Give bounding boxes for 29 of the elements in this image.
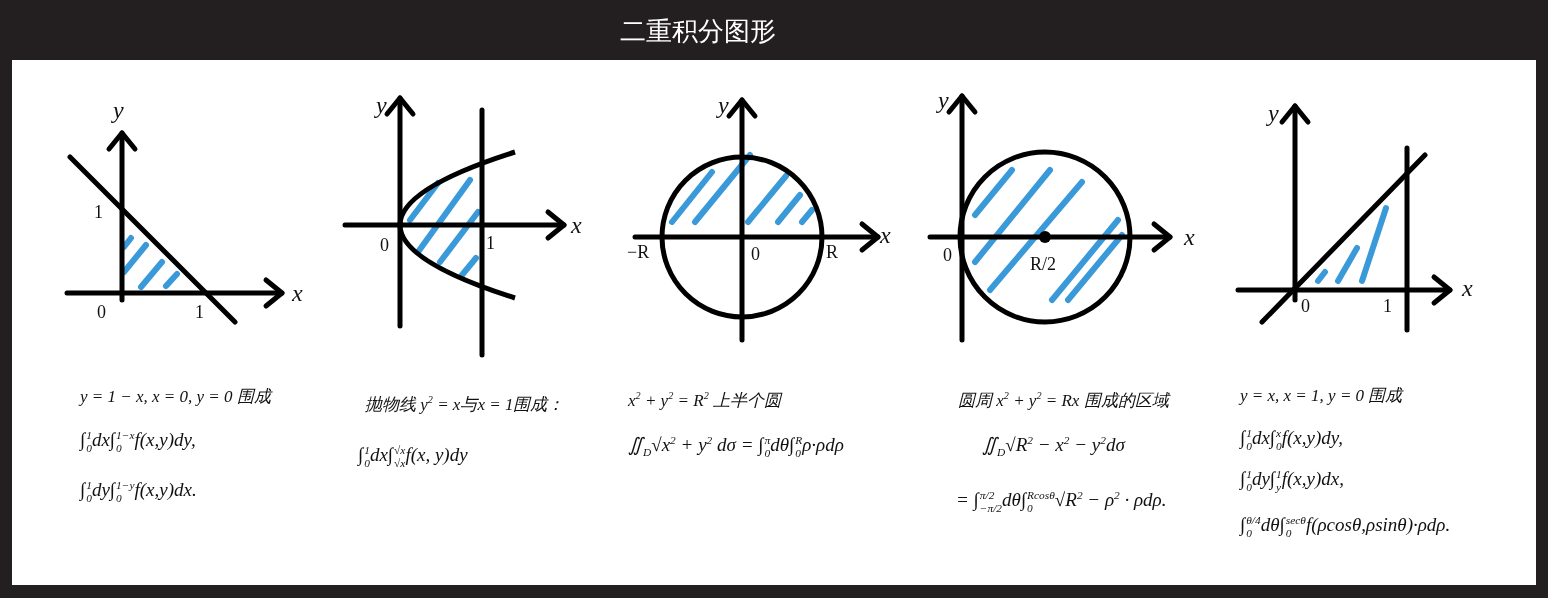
axis-label: y [113, 99, 124, 121]
tick-label: R/2 [1030, 253, 1056, 275]
axis-label: y [376, 94, 387, 116]
tick-label: 1 [1383, 295, 1392, 317]
tick-label: 0 [97, 301, 106, 323]
formula: ∬$_{D}$√R$^{2}$ − x$^{2}$ − y$^{2}$dσ [982, 433, 1125, 461]
axis-label: y [938, 89, 949, 111]
tick-label: −R [627, 241, 650, 263]
axis-label: y [718, 94, 729, 116]
axis-label: x [1184, 226, 1195, 248]
tick-label: 1 [486, 232, 495, 254]
axis-label: y [1268, 102, 1279, 124]
tick-label: 0 [380, 234, 389, 256]
caption: y = x, x = 1, y = 0 围成 [1240, 385, 1403, 407]
caption: 抛物线 y$^{2}$ = x与x = 1围成： [365, 393, 565, 416]
axis-label: x [571, 214, 582, 236]
caption: 圆周 x$^{2}$ + y$^{2}$ = Rx 围成的区域 [958, 389, 1169, 412]
axis-label: x [880, 224, 891, 246]
title: 二重积分图形 [620, 15, 776, 48]
caption: y = 1 − x, x = 0, y = 0 围成 [80, 386, 271, 408]
tick-label: 0 [1301, 295, 1310, 317]
tick-label: 1 [94, 201, 103, 223]
tick-label: 0 [943, 244, 952, 266]
tick-label: R [826, 241, 838, 263]
caption: x$^{2}$ + y$^{2}$ = R$^{2}$ 上半个圆 [628, 389, 781, 412]
axis-label: x [1462, 277, 1473, 299]
tick-label: 1 [195, 301, 204, 323]
axis-label: x [292, 282, 303, 304]
tick-label: 0 [751, 243, 760, 265]
